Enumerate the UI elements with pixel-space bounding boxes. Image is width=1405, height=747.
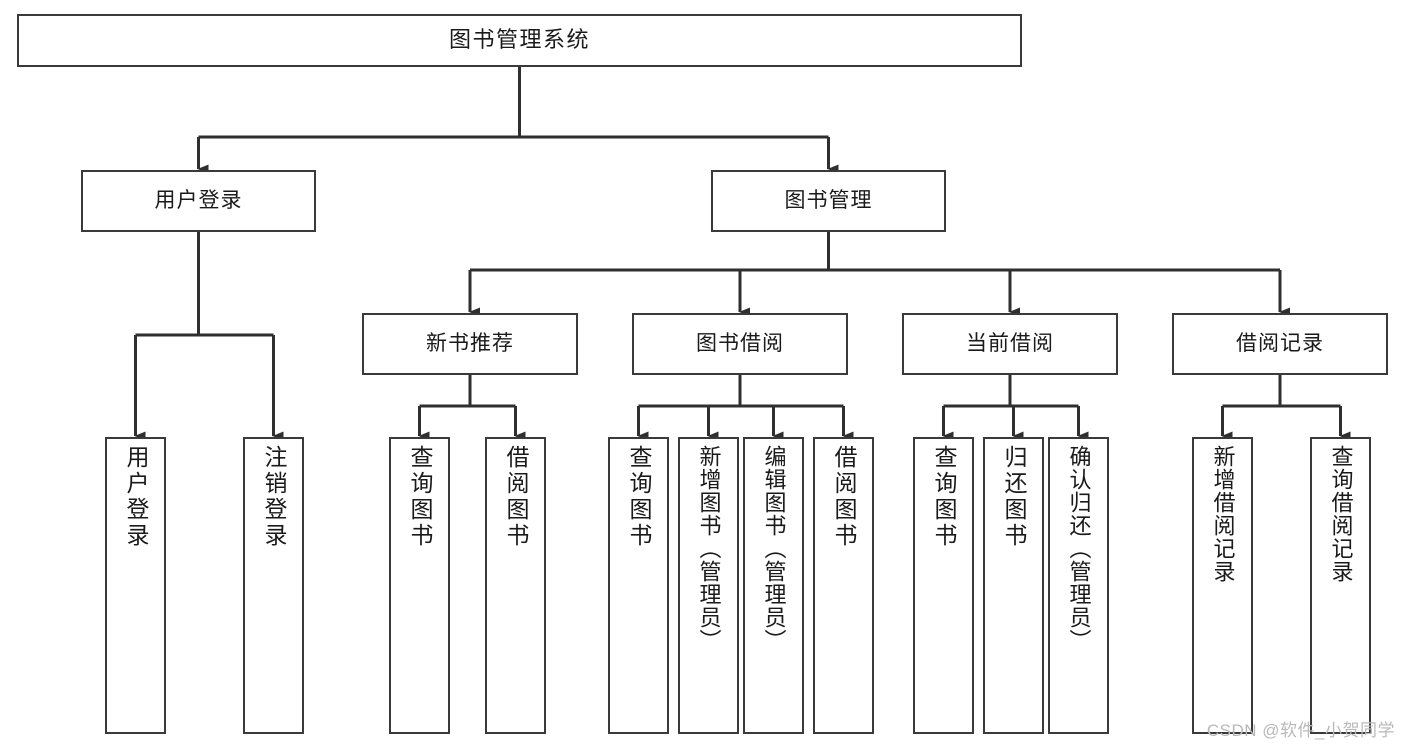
- leaf-query-book-current[interactable]: 查询图书: [913, 437, 974, 734]
- leaf-add-borrow-record[interactable]: 新增借阅记录: [1192, 437, 1253, 734]
- leaf-query-book-recommendation[interactable]: 查询图书: [389, 437, 450, 734]
- node-book-borrowing[interactable]: 图书借阅: [632, 313, 848, 375]
- leaf-user-login[interactable]: 用户登录: [105, 437, 166, 734]
- node-label: 新增借阅记录: [1210, 445, 1236, 583]
- node-label: 借阅图书: [503, 445, 529, 549]
- node-label: 新增图书（管理员）: [696, 445, 722, 652]
- leaf-user-logout[interactable]: 注销登录: [243, 437, 304, 734]
- leaf-add-book-admin[interactable]: 新增图书（管理员）: [678, 437, 739, 734]
- node-borrowing-records[interactable]: 借阅记录: [1172, 313, 1388, 375]
- node-label: 归还图书: [1001, 445, 1027, 549]
- node-label: 图书管理系统: [448, 27, 590, 53]
- node-label: 查询图书: [626, 445, 652, 549]
- leaf-borrow-book-recommendation[interactable]: 借阅图书: [485, 437, 546, 734]
- leaf-borrow-book[interactable]: 借阅图书: [813, 437, 874, 734]
- node-label: 编辑图书（管理员）: [761, 445, 787, 652]
- leaf-query-book-borrowing[interactable]: 查询图书: [608, 437, 669, 734]
- node-label: 图书管理: [784, 189, 873, 213]
- node-book-management[interactable]: 图书管理: [711, 170, 946, 232]
- node-label: 新书推荐: [426, 332, 514, 356]
- node-user-login[interactable]: 用户登录: [81, 170, 316, 232]
- node-book-management-system[interactable]: 图书管理系统: [17, 14, 1022, 67]
- node-label: 确认归还（管理员）: [1066, 445, 1092, 652]
- leaf-query-borrow-record[interactable]: 查询借阅记录: [1310, 437, 1371, 734]
- node-label: 查询图书: [407, 445, 433, 549]
- node-label: 用户登录: [123, 445, 149, 549]
- node-label: 借阅图书: [831, 445, 857, 549]
- node-label: 注销登录: [261, 445, 287, 549]
- leaf-return-book[interactable]: 归还图书: [983, 437, 1044, 734]
- node-label: 用户登录: [154, 189, 243, 213]
- node-label: 图书借阅: [696, 332, 784, 356]
- node-label: 查询借阅记录: [1328, 445, 1354, 583]
- node-current-borrowing[interactable]: 当前借阅: [902, 313, 1118, 375]
- leaf-confirm-return-admin[interactable]: 确认归还（管理员）: [1048, 437, 1109, 734]
- leaf-edit-book-admin[interactable]: 编辑图书（管理员）: [743, 437, 804, 734]
- node-label: 查询图书: [931, 445, 957, 549]
- node-label: 借阅记录: [1236, 332, 1324, 356]
- node-label: 当前借阅: [966, 332, 1054, 356]
- node-new-book-recommendation[interactable]: 新书推荐: [362, 313, 578, 375]
- connector-lines: [134, 67, 1351, 441]
